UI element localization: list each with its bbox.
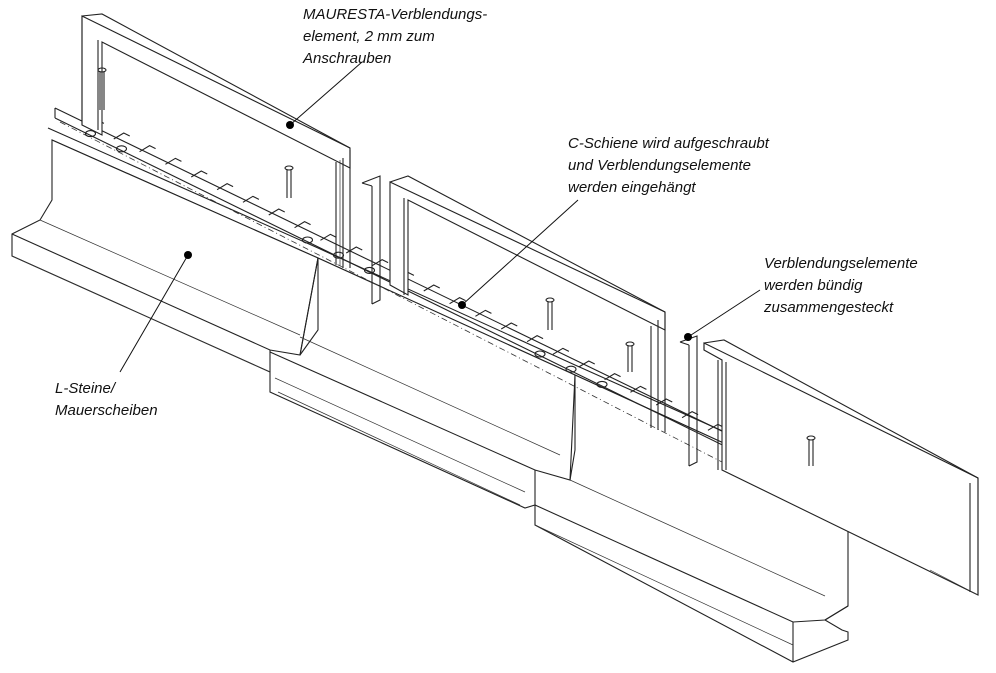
callout-line: C-Schiene wird aufgeschraubt	[568, 135, 769, 152]
screw-hole-icon	[301, 236, 314, 244]
leader-lines	[119, 61, 761, 373]
callout-line: MAURESTA-Verblendungs-	[303, 6, 488, 23]
facing-panel-1	[81, 13, 351, 268]
rail-slot	[190, 170, 208, 178]
rail-slot	[216, 183, 234, 191]
rail-slot	[552, 347, 570, 355]
rail-slot	[268, 208, 285, 216]
screw-icon	[806, 435, 816, 466]
callout-line: L-Steine/	[55, 380, 116, 397]
callout-line: element, 2 mm zum	[303, 28, 435, 45]
facing-panel-3	[703, 339, 979, 596]
screw-hole-icon	[534, 350, 546, 358]
rail-slot	[681, 411, 699, 419]
callout-line: werden eingehängt	[568, 179, 696, 196]
rail-slot	[242, 195, 260, 203]
callout-line: Verblendungselemente	[764, 255, 918, 272]
callout-c-rail: C-Schiene wird aufgeschraubt und Verblen…	[568, 133, 769, 199]
callout-line: und Verblendungselemente	[568, 157, 751, 174]
screw-hole-icon	[363, 266, 376, 274]
connector-clip-1	[361, 175, 381, 305]
l-stone-wall	[11, 127, 851, 663]
screws	[97, 67, 816, 466]
callout-line: zusammengesteckt	[764, 299, 894, 316]
rail-slot	[475, 309, 492, 317]
screw-icon	[545, 297, 555, 330]
screw-icon	[97, 67, 107, 110]
callout-line: werden bündig	[764, 277, 863, 294]
rail-slot	[320, 233, 337, 241]
rail-slot	[604, 373, 621, 381]
rail-slot	[113, 132, 130, 140]
rail-slot	[630, 385, 647, 393]
screw-icon	[284, 165, 294, 198]
callout-l-stones: L-Steine/ Mauerscheiben	[55, 378, 158, 422]
callout-flush-joint: Verblendungselemente werden bündig zusam…	[764, 253, 918, 319]
rail-slot	[371, 259, 389, 267]
callout-line: Mauerscheiben	[55, 402, 158, 419]
rail-slot	[165, 157, 182, 165]
screw-hole-icon	[565, 365, 577, 373]
rail-slot	[655, 398, 673, 406]
callout-facing-element: MAURESTA-Verblendungs- element, 2 mm zum…	[303, 4, 487, 70]
rail-slot	[500, 322, 518, 330]
screw-hole-icon	[115, 145, 128, 153]
rail-slot	[578, 360, 595, 368]
screw-hole-icon	[84, 130, 97, 138]
rail-slot	[423, 284, 440, 292]
callout-line: Anschrauben	[303, 50, 392, 67]
screw-icon	[625, 341, 635, 372]
rail-slot	[449, 297, 466, 305]
rail-slot	[294, 221, 311, 229]
facing-panel-2	[389, 175, 666, 432]
rail-slot	[139, 145, 156, 153]
screw-hole-icon	[596, 380, 608, 388]
rail-slot	[526, 335, 544, 343]
